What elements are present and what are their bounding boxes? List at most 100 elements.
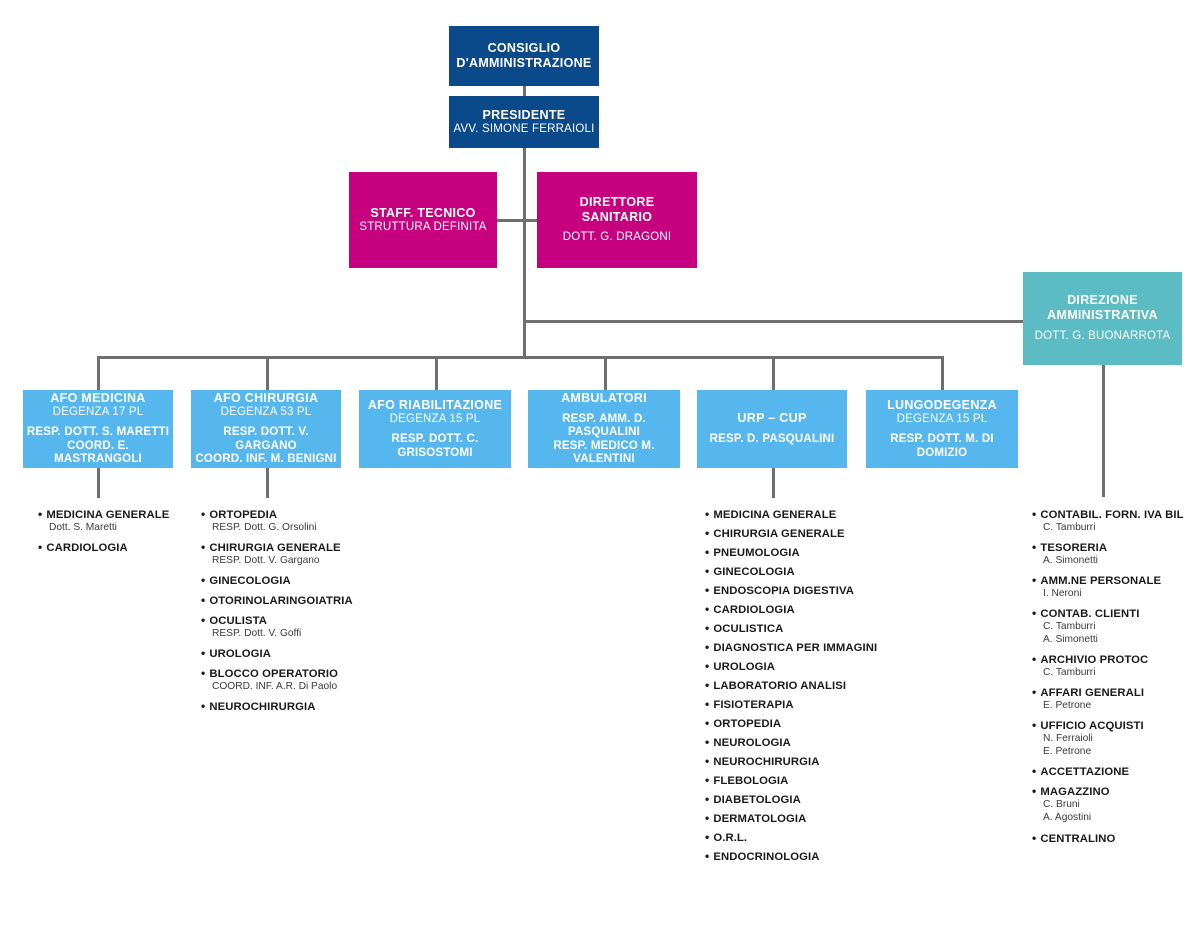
list-item-sublabel: COORD. INF. A.R. Di Paolo xyxy=(212,681,338,693)
list-item[interactable]: FLEBOLOGIA xyxy=(705,773,877,787)
list-item[interactable]: ENDOCRINOLOGIA xyxy=(705,849,877,863)
node-direzione-amministrativa[interactable]: DIREZIONE AMMINISTRATIVA DOTT. G. BUONAR… xyxy=(1023,272,1182,365)
connector-drop-afo-chirurgia xyxy=(266,356,269,390)
list-item[interactable]: DIAGNOSTICA PER IMMAGINI xyxy=(705,640,877,654)
connector-drop-lungodegenza xyxy=(941,356,944,390)
list-item[interactable]: PNEUMOLOGIA xyxy=(705,545,877,559)
list-item-label: OTORINOLARINGOIATRIA xyxy=(201,593,353,607)
list-item-label: CARDIOLOGIA xyxy=(38,540,169,554)
lungodegenza-line3: RESP. DOTT. M. DI DOMIZIO xyxy=(890,433,994,459)
list-item-sublabel: I. Neroni xyxy=(1043,588,1082,600)
node-urp-cup[interactable]: URP – CUP RESP. D. PASQUALINI xyxy=(697,390,847,468)
list-item-label: MEDICINA GENERALE xyxy=(38,507,169,521)
list-item-label: PNEUMOLOGIA xyxy=(705,545,877,559)
node-afo-riabilitazione[interactable]: AFO RIABILITAZIONE DEGENZA 15 PL RESP. D… xyxy=(359,390,511,468)
list-item[interactable]: CARDIOLOGIA xyxy=(38,540,169,554)
ambulatori-line4: RESP. MEDICO M. VALENTINI xyxy=(553,439,655,466)
staff-tecnico-line1: STAFF. TECNICO xyxy=(370,205,476,220)
direttore-sanitario-line2: SANITARIO xyxy=(581,209,653,224)
afo-chirurgia-line2: DEGENZA 53 PL xyxy=(220,405,312,418)
list-item-label: DIABETOLOGIA xyxy=(705,792,877,806)
afo-chirurgia-line3: RESP. DOTT. V. GARGANO xyxy=(223,426,309,452)
list-item[interactable]: GINECOLOGIA xyxy=(705,564,877,578)
list-item[interactable]: GINECOLOGIA xyxy=(201,573,353,587)
node-afo-medicina[interactable]: AFO MEDICINA DEGENZA 17 PL RESP. DOTT. S… xyxy=(23,390,173,468)
list-item-label: ORTOPEDIA xyxy=(705,716,877,730)
list-item[interactable]: OCULISTICA xyxy=(705,621,877,635)
staff-tecnico-line2: STRUTTURA DEFINITA xyxy=(359,220,487,233)
node-staff-tecnico[interactable]: STAFF. TECNICO STRUTTURA DEFINITA xyxy=(349,172,497,268)
list-item[interactable]: NEUROLOGIA xyxy=(705,735,877,749)
lungodegenza-line1: LUNGODEGENZA xyxy=(887,397,997,412)
list-item-label: O.R.L. xyxy=(705,830,877,844)
direttore-sanitario-line3: DOTT. G. DRAGONI xyxy=(562,231,672,244)
connector-presidente-trunk xyxy=(523,148,526,358)
list-item[interactable]: OTORINOLARINGOIATRIA xyxy=(201,593,353,607)
list-item[interactable]: CENTRALINO xyxy=(1032,831,1184,845)
ambulatori-line1: AMBULATORI xyxy=(561,391,647,405)
list-item-label: MAGAZZINO xyxy=(1032,784,1184,798)
list-item[interactable]: NEUROCHIRURGIA xyxy=(201,699,353,713)
connector-drop-urp-cup xyxy=(772,356,775,390)
list-item[interactable]: MEDICINA GENERALE xyxy=(705,507,877,521)
afo-riabilitazione-line2: DEGENZA 15 PL xyxy=(389,412,481,425)
list-item-sublabel: N. Ferraioli xyxy=(1043,733,1093,745)
list-item[interactable]: UROLOGIA xyxy=(201,646,353,660)
list-item-label: CONTAB. CLIENTI xyxy=(1032,606,1184,620)
list-item-label: OCULISTICA xyxy=(705,621,877,635)
list-item-label: LABORATORIO ANALISI xyxy=(705,678,877,692)
list-item-label: FISIOTERAPIA xyxy=(705,697,877,711)
connector-stub-direzione-amministrativa xyxy=(1102,365,1105,497)
list-item[interactable]: ACCETTAZIONE xyxy=(1032,764,1184,778)
list-item[interactable]: UROLOGIA xyxy=(705,659,877,673)
list-item-label: CONTABIL. FORN. IVA BIL xyxy=(1032,507,1184,521)
connector-consiglio-presidente xyxy=(523,86,526,98)
node-afo-chirurgia[interactable]: AFO CHIRURGIA DEGENZA 53 PL RESP. DOTT. … xyxy=(191,390,341,468)
afo-chirurgia-line4: COORD. INF. M. BENIGNI xyxy=(195,453,337,466)
list-item-label: CENTRALINO xyxy=(1032,831,1184,845)
connector-stub-afo-medicina xyxy=(97,468,100,498)
list-item[interactable]: ENDOSCOPIA DIGESTIVA xyxy=(705,583,877,597)
connector-drop-ambulatori xyxy=(604,356,607,390)
node-ambulatori[interactable]: AMBULATORI RESP. AMM. D. PASQUALINI RESP… xyxy=(528,390,680,468)
direzione-amministrativa-line3: DOTT. G. BUONARROTA xyxy=(1034,329,1171,342)
list-item[interactable]: O.R.L. xyxy=(705,830,877,844)
list-item-label: FLEBOLOGIA xyxy=(705,773,877,787)
lungodegenza-line2: DEGENZA 15 PL xyxy=(896,412,988,425)
node-lungodegenza[interactable]: LUNGODEGENZA DEGENZA 15 PL RESP. DOTT. M… xyxy=(866,390,1018,468)
list-item[interactable]: FISIOTERAPIA xyxy=(705,697,877,711)
node-direttore-sanitario[interactable]: DIRETTORE SANITARIO DOTT. G. DRAGONI xyxy=(537,172,697,268)
list-item[interactable]: ORTOPEDIA xyxy=(705,716,877,730)
list-item[interactable]: DERMATOLOGIA xyxy=(705,811,877,825)
list-item-label: MEDICINA GENERALE xyxy=(705,507,877,521)
list-item[interactable]: LABORATORIO ANALISI xyxy=(705,678,877,692)
list-item[interactable]: NEUROCHIRURGIA xyxy=(705,754,877,768)
afo-chirurgia-line1: AFO CHIRURGIA xyxy=(213,391,319,405)
afo-riabilitazione-line1: AFO RIABILITAZIONE xyxy=(367,397,503,412)
list-item-label: ENDOSCOPIA DIGESTIVA xyxy=(705,583,877,597)
list-item-label: BLOCCO OPERATORIO xyxy=(201,666,353,680)
node-presidente[interactable]: PRESIDENTE AVV. SIMONE FERRAIOLI xyxy=(449,96,599,148)
list-item[interactable]: DIABETOLOGIA xyxy=(705,792,877,806)
list-item-label: NEUROCHIRURGIA xyxy=(201,699,353,713)
list-item-label: CHIRURGIA GENERALE xyxy=(705,526,877,540)
node-consiglio-amministrazione[interactable]: CONSIGLIO D'AMMINISTRAZIONE xyxy=(449,26,599,86)
list-item-sublabel: A. Agostini xyxy=(1043,812,1092,824)
list-item[interactable]: CHIRURGIA GENERALE xyxy=(705,526,877,540)
connector-drop-afo-riabilitazione xyxy=(435,356,438,390)
list-item[interactable]: CARDIOLOGIA xyxy=(705,602,877,616)
